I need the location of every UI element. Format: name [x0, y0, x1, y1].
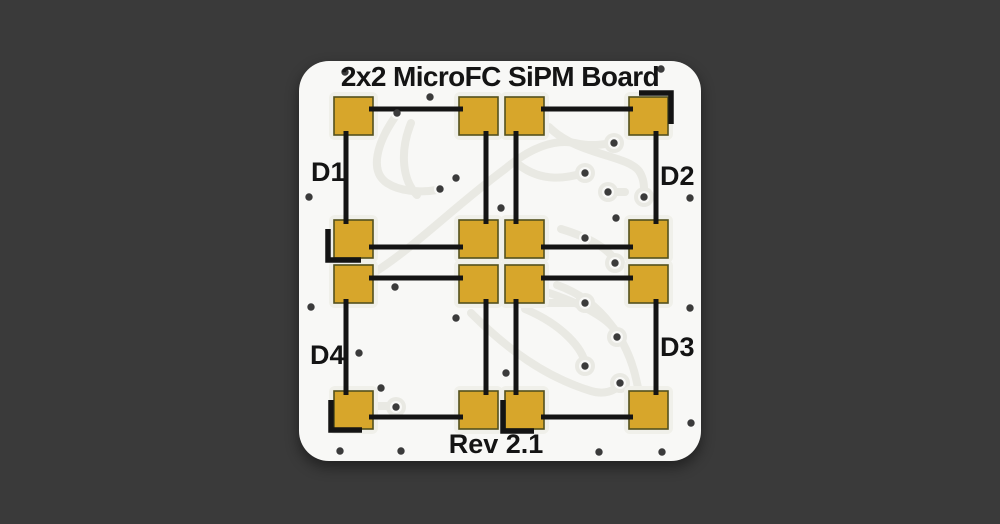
sipm-pad	[333, 264, 374, 304]
sipm-pad	[504, 264, 545, 304]
sipm-pad	[458, 390, 499, 430]
connection-lines	[343, 106, 659, 420]
sipm-pad	[504, 219, 545, 259]
copper-trace	[515, 161, 588, 182]
copper-trace	[399, 119, 421, 199]
pcb-artwork	[303, 63, 697, 458]
sipm-pad	[504, 96, 545, 136]
sipm-pad	[333, 96, 374, 136]
sipm-pad	[458, 264, 499, 304]
via-dot	[612, 214, 620, 222]
via-dot	[377, 384, 385, 392]
device-label-d2: D2	[660, 161, 695, 191]
via-dot	[658, 448, 666, 456]
via-dot	[397, 447, 405, 455]
sipm-pad	[458, 219, 499, 259]
via-dot-layer	[305, 65, 695, 456]
via-dot	[613, 333, 621, 341]
via-dot	[581, 362, 589, 370]
pin1-corner-marks	[325, 90, 674, 434]
via-dot	[341, 68, 349, 76]
via-dot	[452, 314, 460, 322]
sipm-pad	[628, 264, 669, 304]
via-dot	[640, 193, 648, 201]
via-dot	[426, 93, 434, 101]
copper-trace	[467, 309, 624, 397]
pcb-board: 2x2 MicroFC SiPM Board D1 D2 D3 D4 Rev 2…	[299, 61, 701, 461]
via-dot	[502, 369, 510, 377]
via-dot	[393, 109, 401, 117]
revision-label: Rev 2.1	[448, 429, 544, 459]
sipm-pad	[628, 96, 669, 136]
via-dot	[581, 299, 589, 307]
via-dot	[657, 65, 665, 73]
copper-trace	[521, 305, 589, 368]
sipm-pad	[628, 390, 669, 430]
via-dot	[307, 303, 315, 311]
via-dot	[687, 419, 695, 427]
device-label-d4: D4	[310, 340, 345, 370]
via-dot	[616, 379, 624, 387]
sipm-pad	[628, 219, 669, 259]
sipm-pad	[504, 390, 545, 430]
via-dot	[305, 193, 313, 201]
via-dot	[452, 174, 460, 182]
sipm-pad	[458, 96, 499, 136]
via-dot	[581, 234, 589, 242]
sipm-pad	[333, 219, 374, 259]
via-halo-layer	[303, 63, 697, 458]
sipm-pad	[333, 390, 374, 430]
via-dot	[610, 139, 618, 147]
via-dot	[595, 448, 603, 456]
sipm-pad-layer	[333, 96, 669, 430]
via-dot	[604, 188, 612, 196]
via-dot	[581, 169, 589, 177]
device-label-d3: D3	[660, 332, 695, 362]
via-dot	[392, 403, 400, 411]
board-title: 2x2 MicroFC SiPM Board	[340, 61, 660, 92]
via-dot	[336, 447, 344, 455]
via-dot	[686, 194, 694, 202]
device-label-d1: D1	[311, 157, 346, 187]
via-dot	[436, 185, 444, 193]
via-dot	[611, 259, 619, 267]
via-dot	[355, 349, 363, 357]
via-dot	[497, 204, 505, 212]
via-dot	[686, 304, 694, 312]
via-dot	[391, 283, 399, 291]
